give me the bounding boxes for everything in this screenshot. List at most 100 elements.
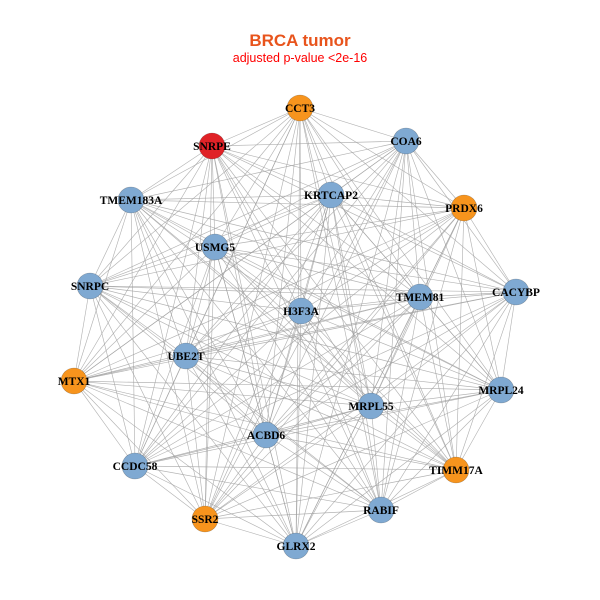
edge-PRDX6-MTX1 <box>73 207 465 382</box>
edge-SNRPC-MTX1 <box>73 285 91 382</box>
edge-MRPL24-GLRX2 <box>295 389 502 547</box>
node-label-CCDC58: CCDC58 <box>113 461 158 473</box>
edge-CCDC58-RABIF <box>134 465 382 511</box>
edge-MRPL55-RABIF <box>370 405 382 511</box>
edge-TMEM183A-USMG5 <box>130 199 216 248</box>
edge-CACYBP-MRPL55 <box>370 291 517 407</box>
edge-USMG5-MTX1 <box>73 246 216 382</box>
node-UBE2T <box>172 342 200 370</box>
edge-CCT3-MRPL24 <box>299 107 502 391</box>
edge-MRPL24-MRPL55 <box>370 389 502 407</box>
edge-CACYBP-CCDC58 <box>134 291 517 467</box>
edge-CCT3-SNRPC <box>89 107 301 287</box>
node-TMEM183A <box>117 186 145 214</box>
edge-CCDC58-GLRX2 <box>134 465 297 547</box>
edge-TMEM81-CACYBP <box>419 291 517 298</box>
node-label-TMEM81: TMEM81 <box>396 292 445 304</box>
edge-H3F3A-SSR2 <box>204 310 302 520</box>
edge-TMEM183A-MTX1 <box>73 199 132 382</box>
edge-TMEM183A-SSR2 <box>130 199 206 520</box>
edge-UBE2T-RABIF <box>185 355 382 511</box>
edge-CCT3-RABIF <box>299 107 382 511</box>
node-COA6 <box>392 127 420 155</box>
edge-CACYBP-ACBD6 <box>265 291 517 436</box>
edge-TMEM81-SSR2 <box>204 296 421 520</box>
edge-CCT3-USMG5 <box>214 107 301 248</box>
edge-SNRPE-PRDX6 <box>211 145 465 209</box>
node-SSR2 <box>191 505 219 533</box>
node-label-CCT3: CCT3 <box>285 103 315 115</box>
edge-TMEM183A-CACYBP <box>130 199 517 293</box>
edge-COA6-UBE2T <box>185 140 407 357</box>
edge-COA6-USMG5 <box>214 140 407 248</box>
edge-MTX1-MRPL55 <box>73 380 372 407</box>
edge-KRTCAP2-USMG5 <box>214 194 332 248</box>
edge-COA6-TMEM81 <box>405 140 421 298</box>
chart-title: BRCA tumor <box>249 31 351 50</box>
edge-SNRPC-CCDC58 <box>89 285 136 467</box>
edge-MRPL24-CCDC58 <box>134 389 502 467</box>
edge-UBE2T-MTX1 <box>73 355 187 382</box>
edge-TMEM81-UBE2T <box>185 296 421 357</box>
edge-CCT3-TMEM81 <box>299 107 421 298</box>
edge-MRPL55-SSR2 <box>204 405 372 520</box>
edge-TMEM183A-CCDC58 <box>130 199 136 467</box>
edge-CCDC58-SSR2 <box>134 465 206 520</box>
edge-CCT3-GLRX2 <box>295 107 301 547</box>
edge-CACYBP-GLRX2 <box>295 291 517 547</box>
edge-TMEM81-ACBD6 <box>265 296 421 436</box>
node-TIMM17A <box>442 456 470 484</box>
edge-USMG5-TMEM81 <box>214 246 421 298</box>
edge-MRPL24-ACBD6 <box>265 389 502 436</box>
nodes-layer <box>60 94 530 560</box>
node-USMG5 <box>201 233 229 261</box>
edge-SNRPC-SSR2 <box>89 285 206 520</box>
edge-SNRPC-MRPL24 <box>89 285 502 391</box>
node-label-TIMM17A: TIMM17A <box>429 465 483 477</box>
edge-H3F3A-CCDC58 <box>134 310 302 467</box>
edge-SNRPE-SNRPC <box>89 145 213 287</box>
node-SNRPE <box>198 132 226 160</box>
edge-TMEM183A-PRDX6 <box>130 199 465 209</box>
edge-ACBD6-RABIF <box>265 434 382 511</box>
edge-UBE2T-ACBD6 <box>185 355 267 436</box>
edge-TMEM81-GLRX2 <box>295 296 421 547</box>
edge-SNRPE-TMEM183A <box>130 145 213 201</box>
edge-PRDX6-SNRPC <box>89 207 465 287</box>
edge-SNRPE-CACYBP <box>211 145 517 293</box>
edge-COA6-RABIF <box>380 140 407 511</box>
edge-CCDC58-TIMM17A <box>134 465 457 471</box>
edge-SNRPE-USMG5 <box>211 145 216 248</box>
node-label-TMEM183A: TMEM183A <box>100 195 163 207</box>
edge-UBE2T-MRPL55 <box>185 355 372 407</box>
node-label-SNRPE: SNRPE <box>193 141 231 153</box>
edge-CACYBP-MTX1 <box>73 291 517 382</box>
edge-CACYBP-UBE2T <box>185 291 517 357</box>
node-CCT3 <box>286 94 314 122</box>
node-label-ACBD6: ACBD6 <box>247 430 286 442</box>
edge-SNRPC-TIMM17A <box>89 285 457 471</box>
edge-SSR2-GLRX2 <box>204 518 297 547</box>
edge-PRDX6-UBE2T <box>185 207 465 357</box>
edge-CCT3-MTX1 <box>73 107 301 382</box>
node-label-PRDX6: PRDX6 <box>445 203 483 215</box>
node-label-USMG5: USMG5 <box>195 242 236 254</box>
node-CCDC58 <box>121 452 149 480</box>
edge-MRPL55-GLRX2 <box>295 405 372 547</box>
edge-MTX1-SSR2 <box>73 380 206 520</box>
edge-ACBD6-SSR2 <box>204 434 267 520</box>
edge-KRTCAP2-GLRX2 <box>295 194 332 547</box>
edge-CCT3-MRPL55 <box>299 107 372 407</box>
edge-USMG5-SSR2 <box>204 246 216 520</box>
edge-COA6-MRPL24 <box>405 140 502 391</box>
edge-SNRPE-SSR2 <box>204 145 213 520</box>
edge-TIMM17A-RABIF <box>380 469 457 511</box>
node-label-CACYBP: CACYBP <box>492 287 540 299</box>
node-H3F3A <box>287 297 315 325</box>
edge-H3F3A-UBE2T <box>185 310 302 357</box>
edge-KRTCAP2-MRPL55 <box>330 194 372 407</box>
node-MTX1 <box>60 367 88 395</box>
edge-PRDX6-CACYBP <box>463 207 517 293</box>
edge-H3F3A-MRPL55 <box>300 310 372 407</box>
node-label-MRPL55: MRPL55 <box>348 401 394 413</box>
